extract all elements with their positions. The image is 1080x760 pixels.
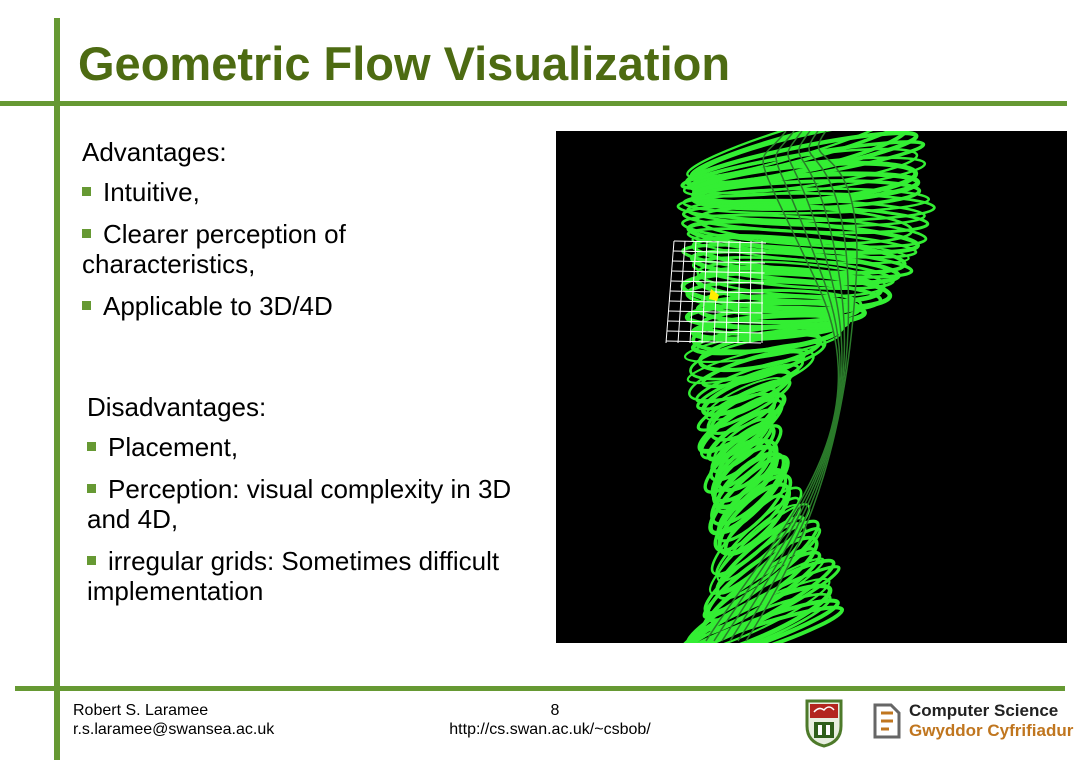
university-crest-icon	[804, 698, 844, 748]
disadvantage-item: Placement,	[87, 432, 527, 462]
author-info: Robert S. Laramee r.s.laramee@swansea.ac…	[73, 701, 274, 739]
streamline-tornado-image	[661, 131, 936, 643]
author-email: r.s.laramee@swansea.ac.uk	[73, 721, 275, 738]
bullet-icon	[87, 441, 96, 451]
streamline	[689, 147, 919, 195]
streamline-core	[721, 131, 843, 642]
advantages-heading: Advantages:	[82, 137, 227, 167]
logo-line-1: Computer Science	[909, 701, 1059, 720]
disadvantage-item: irregular grids: Sometimes difficult imp…	[87, 546, 500, 606]
page-number: 8	[550, 702, 560, 719]
streamline-core	[745, 131, 858, 642]
streamline	[713, 473, 793, 553]
bullet-icon	[87, 483, 96, 493]
author-name: Robert S. Laramee	[73, 702, 209, 719]
streamline	[701, 349, 806, 389]
advantages-block: Advantages: Intuitive, Clearer perceptio…	[82, 137, 502, 333]
streamline-core	[729, 131, 846, 642]
logo-mark-icon	[873, 703, 901, 739]
department-logo: Computer Science Gwyddor Cyfrifiadur	[871, 699, 1073, 745]
streamline	[661, 605, 845, 643]
streamline	[714, 437, 773, 493]
footer-center: 8 http://cs.swan.ac.uk/~csbob/	[430, 701, 670, 739]
streamline	[681, 213, 928, 249]
advantage-item: Applicable to 3D/4D	[82, 291, 502, 321]
streamline	[676, 192, 936, 222]
title-divider	[0, 101, 1067, 106]
streamline	[691, 256, 895, 290]
streamline	[696, 378, 792, 432]
footer-url[interactable]: http://cs.swan.ac.uk/~csbob/	[449, 721, 651, 738]
streamline-core	[713, 131, 841, 642]
bullet-icon	[87, 555, 96, 565]
seed-marker	[709, 289, 719, 301]
left-accent-bar	[54, 18, 60, 760]
slide-title: Geometric Flow Visualization	[78, 37, 731, 90]
disadvantage-item: Perception: visual complexity in 3D and …	[87, 474, 512, 534]
advantage-item: Intuitive,	[82, 177, 502, 207]
streamline	[680, 592, 832, 643]
logo-line-2: Gwyddor Cyfrifiadur	[909, 721, 1074, 740]
bullet-icon	[82, 228, 91, 238]
streamline-figure	[556, 131, 1067, 643]
disadvantages-block: Disadvantages: Placement, Perception: vi…	[87, 392, 527, 618]
advantage-item: Clearer perception of characteristics,	[82, 219, 346, 279]
bullet-icon	[82, 186, 91, 196]
streamline-core	[737, 131, 850, 642]
disadvantages-heading: Disadvantages:	[87, 392, 267, 422]
footer-divider	[15, 686, 1065, 691]
seed-grid	[665, 240, 767, 344]
streamline-core	[705, 131, 840, 642]
bullet-icon	[82, 300, 91, 310]
streamline	[690, 248, 901, 286]
streamline	[685, 279, 883, 315]
